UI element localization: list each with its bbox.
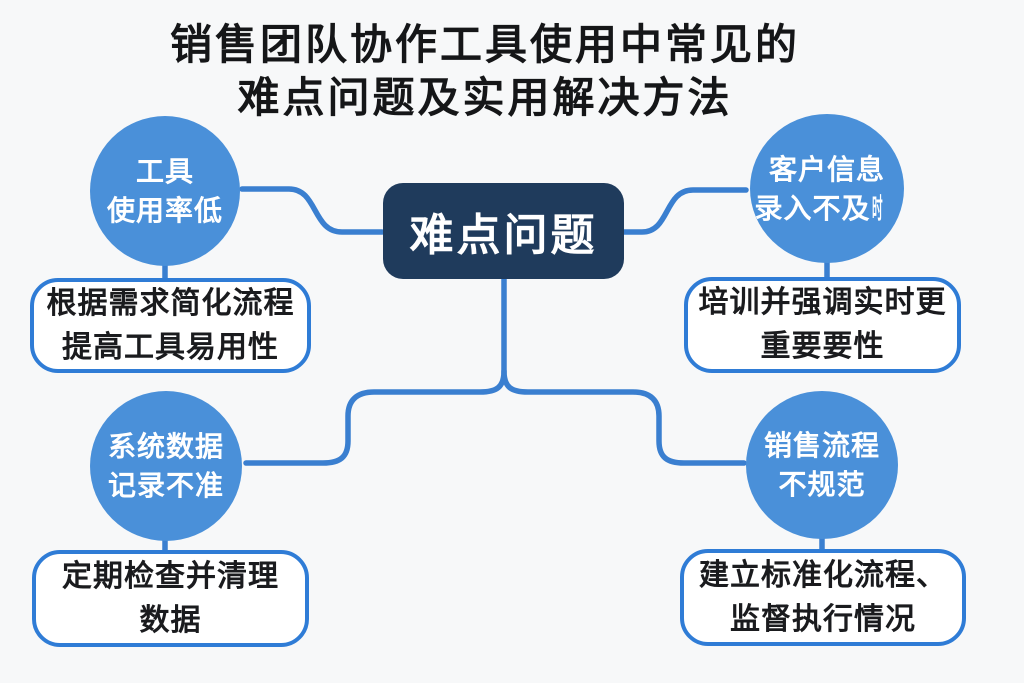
solution-line: 培训并强调实时更 [698,286,947,319]
circle-label-line: 录入不及时 [754,189,899,228]
solution-line: 根据需求简化流程 [46,286,295,320]
diagram-title: 销售团队协作工具使用中常见的 难点问题及实用解决方法 [0,18,997,124]
circle-label-line: 客户信息 [768,153,885,185]
connector-center-to-system-data [243,276,507,466]
circle-label-line: 工具 [135,156,194,187]
condensed-glyph: 时 [871,192,883,224]
connector-center-to-sales-process [501,368,747,466]
connector-center-to-customer-info [620,187,749,235]
problem-circle-tool-usage: 工具 使用率低 [90,116,240,266]
circle-label-line: 使用率低 [106,195,223,226]
title-line-1: 销售团队协作工具使用中常见的 [169,21,800,68]
problem-circle-customer-info: 客户信息 录入不及时 [750,114,904,263]
solution-line: 数据 [139,603,202,637]
circle-label-text: 录入不及 [754,192,871,224]
title-line-2: 难点问题及实用解决方法 [237,74,733,121]
solution-line: 提高工具易用性 [62,330,279,364]
solution-box-system-data: 定期检查并清理 数据 [32,550,309,647]
circle-label-line: 记录不准 [107,470,224,501]
problem-circle-system-data: 系统数据 记录不准 [90,391,242,541]
circle-label-line: 销售流程 [763,430,880,461]
connector-center-to-tool-usage [239,186,385,235]
solution-line: 监督执行情况 [730,602,916,636]
central-topic-node: 难点问题 [383,183,624,279]
solution-line: 建立标准化流程、 [699,558,947,592]
solution-box-tool-usage: 根据需求简化流程 提高工具易用性 [30,278,311,373]
circle-label-line: 系统数据 [107,431,224,462]
circle-label-line: 不规范 [778,469,866,500]
central-topic-label: 难点问题 [409,211,598,260]
solution-line: 定期检查并清理 [62,559,279,593]
solution-box-sales-process: 建立标准化流程、 监督执行情况 [680,549,966,646]
solution-box-customer-info: 培训并强调实时更 重要要性 [684,277,961,373]
problem-circle-sales-process: 销售流程 不规范 [746,391,898,539]
solution-line: 重要要性 [760,330,885,363]
